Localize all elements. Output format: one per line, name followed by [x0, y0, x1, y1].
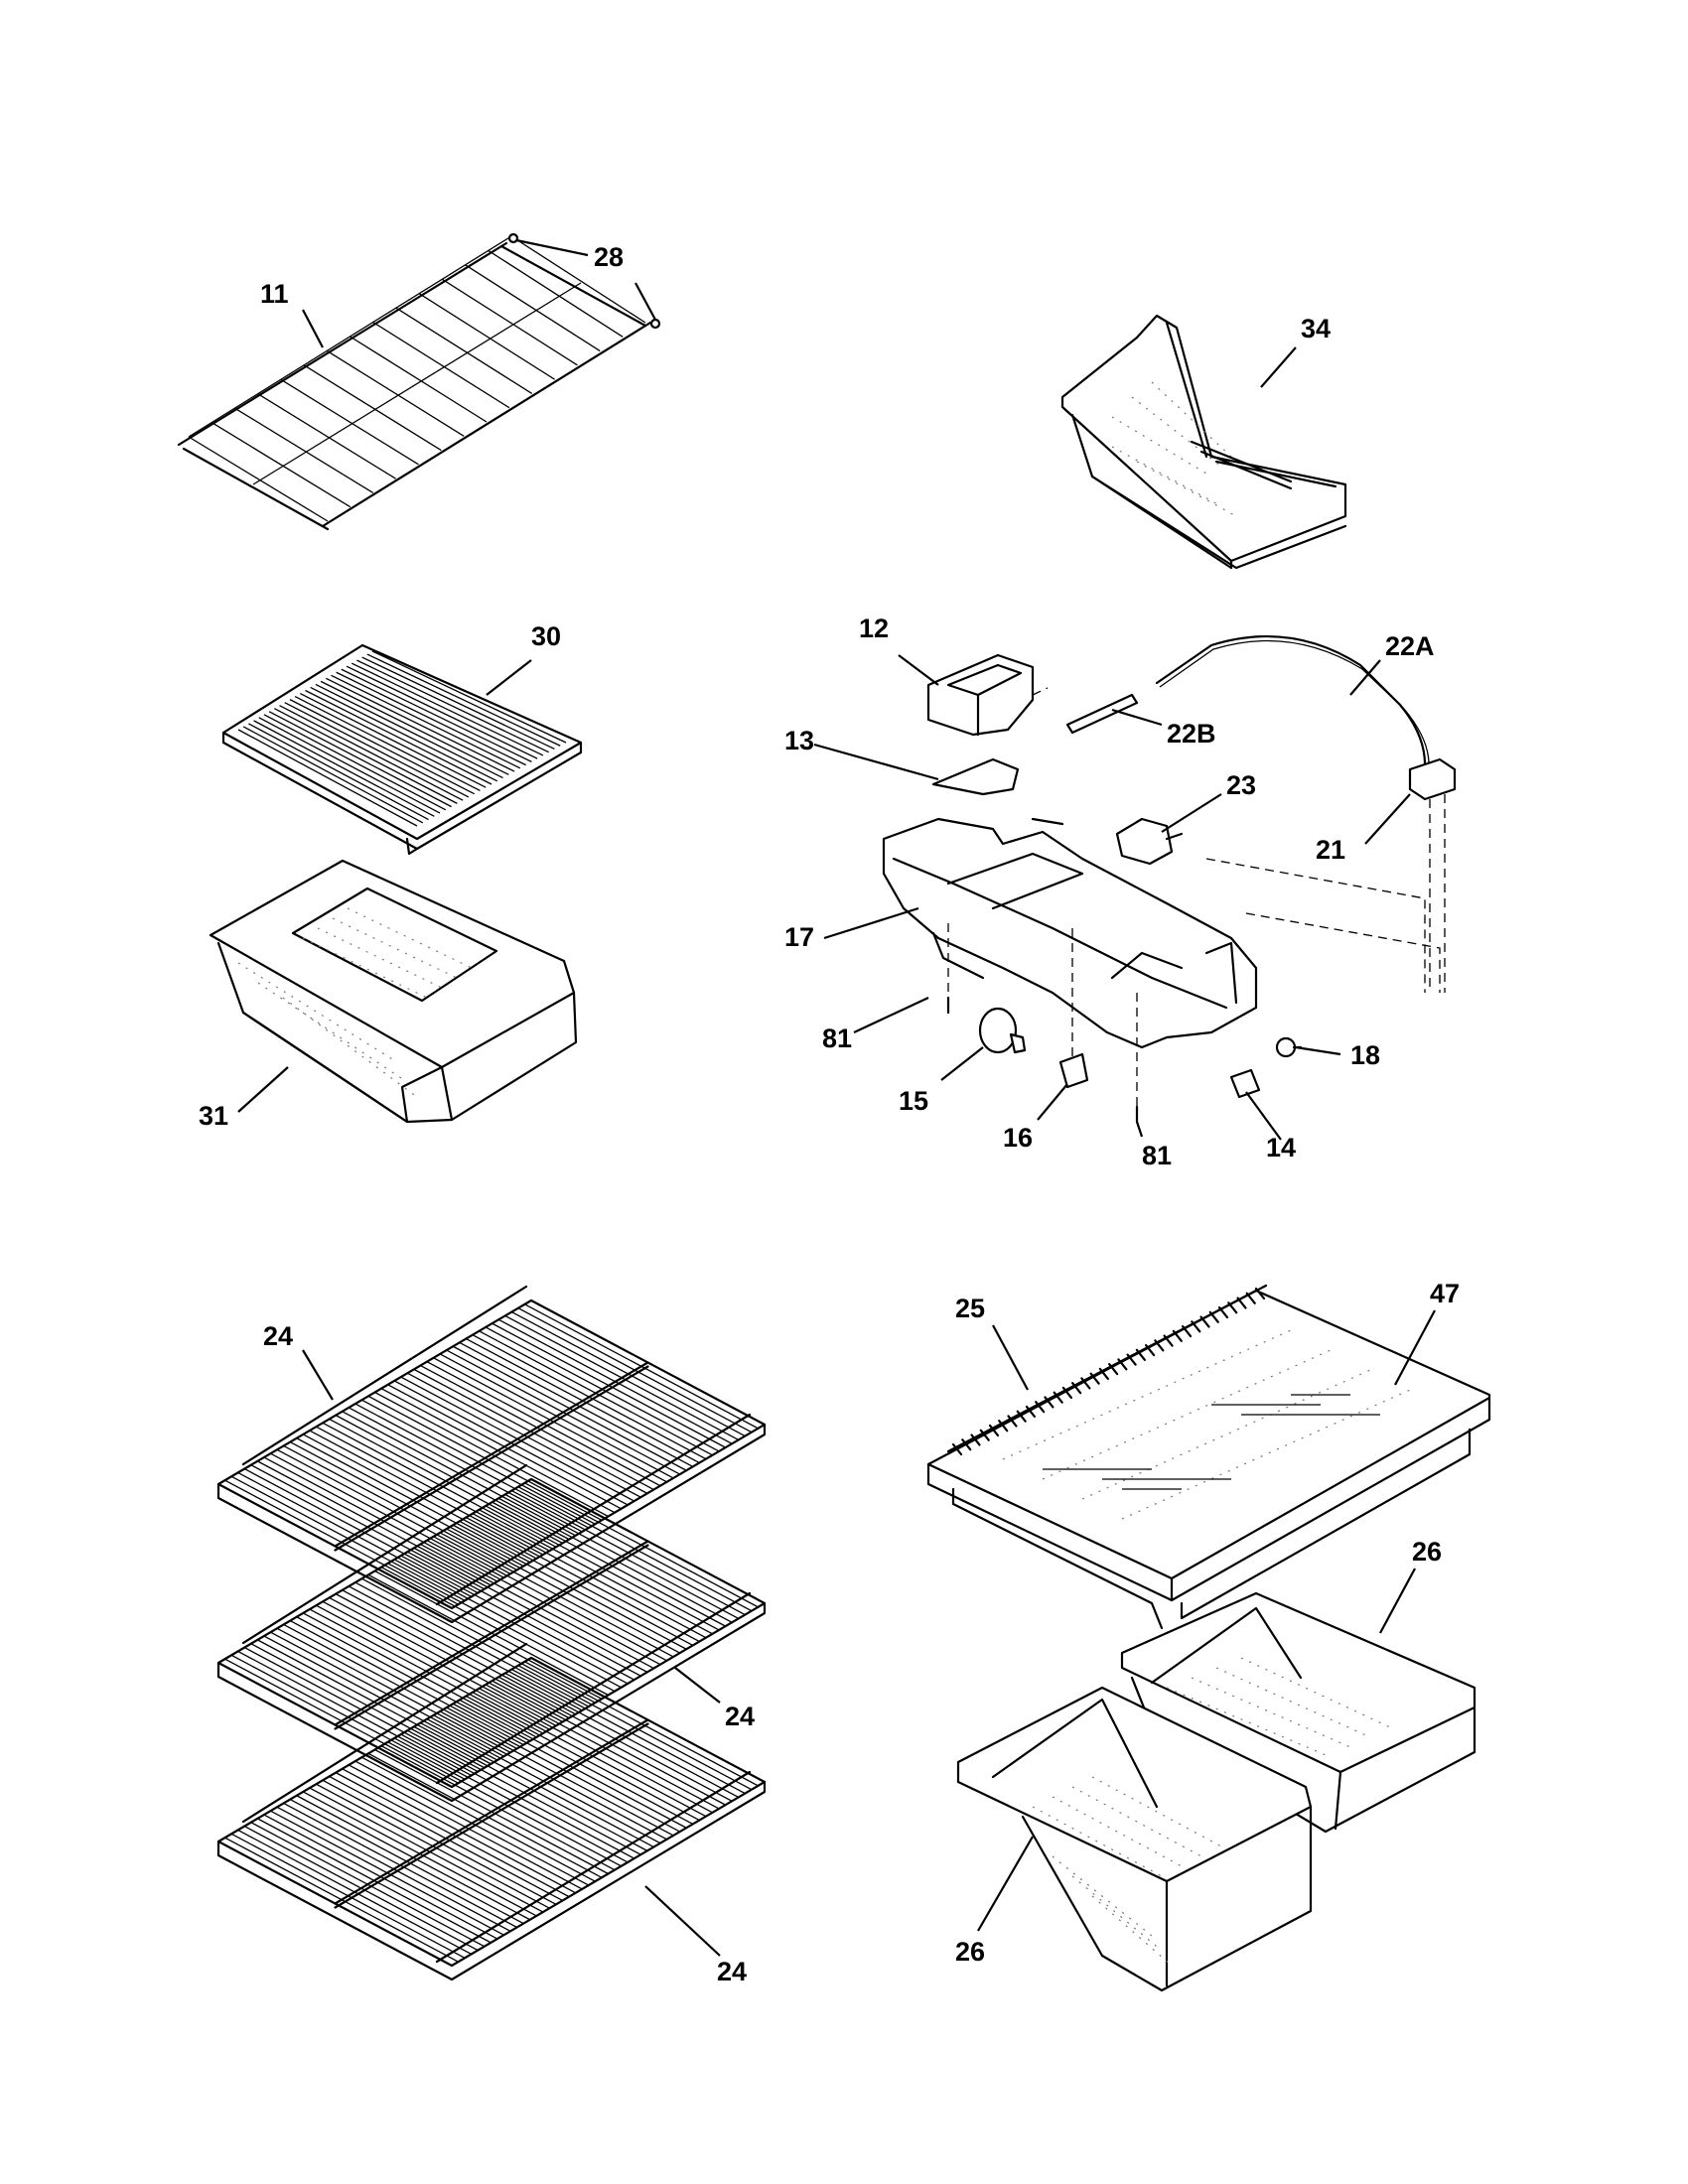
part-21-connector [1408, 757, 1457, 801]
part-34-bin [1060, 314, 1347, 570]
callout-25: 25 [955, 1294, 985, 1323]
callout-22b: 22B [1167, 719, 1216, 749]
callout-47: 47 [1430, 1279, 1460, 1308]
callout-21: 21 [1316, 835, 1345, 865]
leader-lines-lower [302, 1309, 1436, 1957]
callout-22a: 22A [1385, 631, 1435, 661]
assembly-guide-lines [947, 687, 1446, 1107]
callout-23: 23 [1226, 770, 1256, 800]
callout-81-left: 81 [822, 1024, 852, 1053]
part-24-wire-shelf-middle [216, 1463, 767, 1803]
callout-31: 31 [199, 1101, 228, 1131]
part-24-wire-shelf-top [216, 1285, 767, 1624]
callout-16: 16 [1003, 1123, 1033, 1153]
part-31-crisper-drawer [209, 859, 578, 1124]
callout-24-middle: 24 [725, 1702, 755, 1731]
callout-30: 30 [531, 621, 561, 651]
part-26-drawer-left [956, 1686, 1313, 1992]
part-16-socket [1058, 1052, 1089, 1089]
leader-lines [237, 238, 1411, 1141]
part-12-cover [926, 653, 1035, 737]
part-25-47-glass-shelf [926, 1284, 1491, 1630]
part-22b-rod [1065, 693, 1139, 735]
callout-24-bottom: 24 [717, 1957, 747, 1986]
callout-81-right: 81 [1142, 1141, 1172, 1170]
callout-11: 11 [260, 279, 289, 309]
part-22a-wire [1155, 635, 1430, 766]
callout-17: 17 [784, 922, 814, 952]
callout-15: 15 [899, 1086, 928, 1116]
part-23-thermostat [1115, 817, 1184, 866]
part-14-switch [1229, 1068, 1261, 1099]
part-15-bulb [978, 1007, 1027, 1054]
part-11-wire-shelf [177, 232, 661, 531]
part-24-wire-shelf-bottom [216, 1642, 767, 1981]
part-17-housing [882, 817, 1258, 1049]
callout-34: 34 [1301, 314, 1331, 343]
callout-26-right: 26 [1412, 1537, 1442, 1567]
callout-18: 18 [1350, 1040, 1380, 1070]
callout-12: 12 [859, 614, 889, 643]
callout-13: 13 [784, 726, 814, 755]
callout-28: 28 [594, 242, 624, 272]
callout-26-left: 26 [955, 1937, 985, 1967]
part-30-crisper-cover [221, 643, 583, 856]
part-13-light-shield [931, 757, 1020, 796]
callout-24-top: 24 [263, 1321, 293, 1351]
callout-14: 14 [1266, 1133, 1296, 1162]
